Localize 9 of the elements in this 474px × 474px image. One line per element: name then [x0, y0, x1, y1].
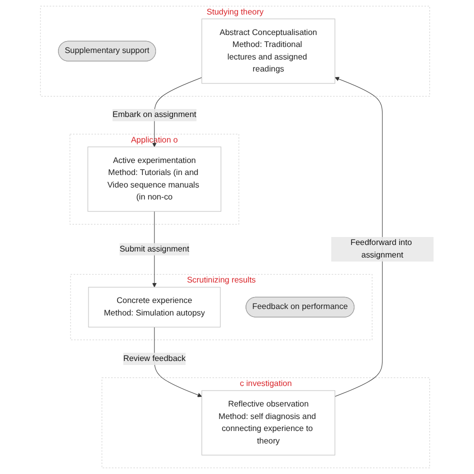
node-box: Abstract Conceptualisation Method: Traditional lectures and assigned readings — [202, 18, 336, 84]
node-box: Concrete experience Method: Simulation autopsy — [88, 286, 221, 328]
edge-label: Review feedback — [123, 354, 186, 363]
node-box: Reflective observation Method: self diagnosis and connecting experience to theory — [202, 390, 336, 456]
arrow — [334, 76, 383, 397]
edge-label: Submit assignment — [120, 244, 190, 254]
node-box: Active experimentation Method: Tutorials (in and Video sequence manuals (in non-co — [88, 146, 222, 212]
edge-label: Embark on assignment — [112, 110, 196, 120]
edge-label: Feedforward into assignment — [350, 238, 412, 260]
